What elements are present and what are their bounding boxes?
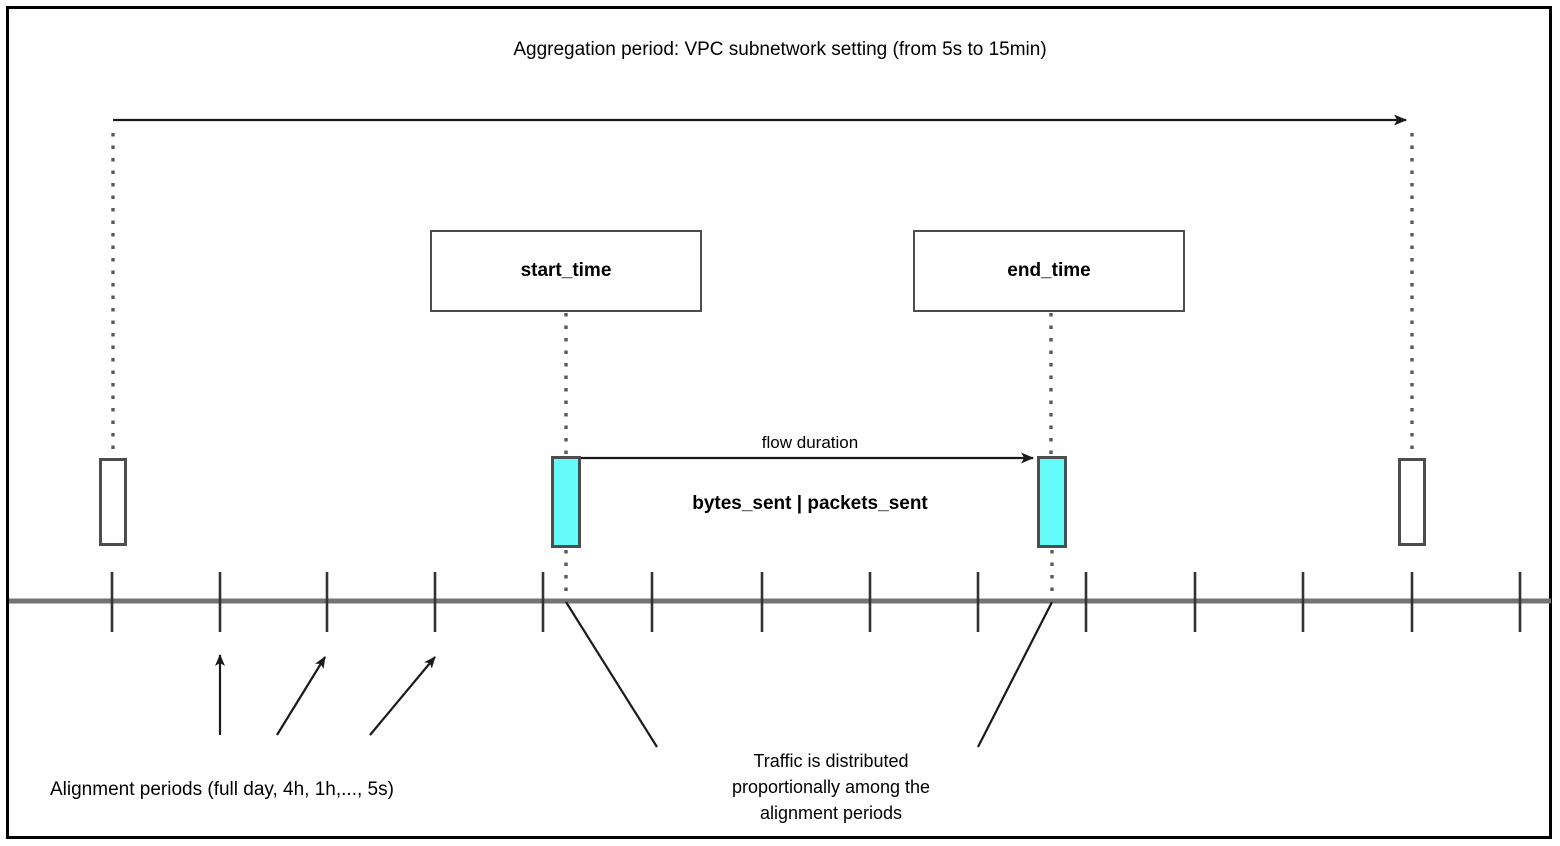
distribution-leader-right (977, 601, 1053, 748)
start-time-box[interactable]: start_time (430, 230, 702, 312)
distribution-note-label: Traffic is distributed proportionally am… (731, 751, 931, 824)
left-boundary-marker (99, 458, 127, 546)
alignment-arrow-2 (276, 656, 326, 736)
start-time-label: start_time (520, 260, 612, 281)
aggregation-period-title: Aggregation period: VPC subnetwork setti… (513, 39, 1047, 60)
flow-metrics-label: bytes_sent | packets_sent (692, 493, 928, 514)
flow-end-marker (1037, 456, 1067, 548)
flow-duration-label: flow duration (761, 433, 859, 452)
timeline-ticks (110, 572, 1522, 632)
alignment-periods-label: Alignment periods (full day, 4h, 1h,...,… (50, 779, 394, 800)
right-boundary-marker (1398, 458, 1426, 546)
end-time-label: end_time (1007, 260, 1091, 281)
end-time-box[interactable]: end_time (913, 230, 1185, 312)
dotted-connectors (111, 133, 1414, 603)
distribution-leader-left (565, 601, 658, 748)
alignment-arrow-3 (369, 656, 436, 736)
flow-start-marker (551, 456, 581, 548)
distribution-note-leaders (565, 601, 1053, 748)
alignment-period-arrows (215, 654, 436, 736)
timeline-axis (9, 572, 1551, 632)
diagram-frame (6, 6, 1552, 839)
